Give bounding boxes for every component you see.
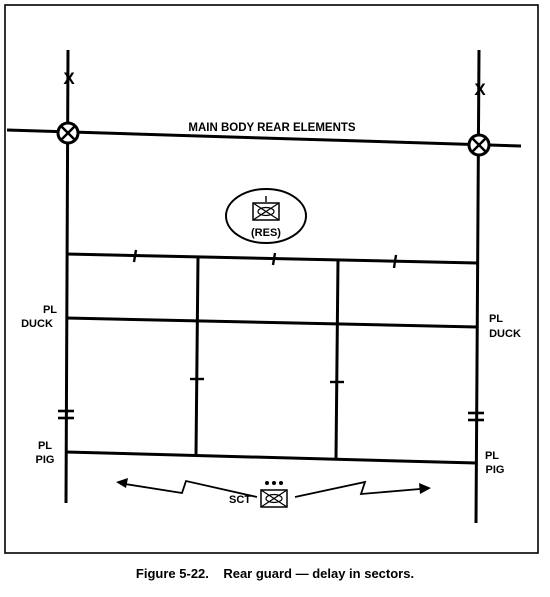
- company-symbol-1: [132, 249, 138, 263]
- phase-line-pig-right-pl: PL: [485, 450, 499, 462]
- company-boundary-2: [334, 259, 340, 459]
- left-boundary-line: [64, 49, 70, 504]
- company-symbol-3: [392, 254, 398, 269]
- company-line: [65, 252, 478, 265]
- figure-frame: [4, 4, 539, 554]
- phase-line-pig: [65, 450, 477, 465]
- boundary-symbol-left-mid: [58, 409, 74, 420]
- scout-screen-left-arrow: [116, 478, 258, 498]
- phase-line-pig-left-pl: PL: [38, 440, 52, 452]
- reserve-unit: (RES): [225, 188, 307, 244]
- figure-caption: Figure 5-22. Rear guard — delay in secto…: [135, 566, 415, 581]
- reserve-label: (RES): [251, 227, 281, 239]
- company-symbol-2: [271, 252, 277, 266]
- scout-screen-right-arrow: [294, 480, 431, 498]
- contact-point-left-icon: [56, 121, 80, 145]
- scout-label: SCT: [229, 494, 251, 506]
- phase-line-duck-left-pl: PL: [43, 304, 57, 316]
- boundary-symbol-left-top: X: [63, 69, 75, 88]
- boundary-symbol-right-top: X: [474, 80, 486, 99]
- phase-line-duck: [65, 316, 478, 329]
- contact-point-right-icon: [467, 133, 491, 157]
- phase-line-pig-right-name: PIG: [486, 464, 505, 476]
- armor-cavalry-unit-icon: [252, 196, 280, 221]
- reserve-ellipse: [225, 188, 307, 244]
- phase-line-duck-right-pl: PL: [489, 313, 503, 325]
- phase-line-duck-left-name: DUCK: [21, 318, 53, 330]
- scout-platoon-icon: [260, 481, 288, 508]
- main-body-label: MAIN BODY REAR ELEMENTS: [188, 122, 356, 134]
- phase-line-pig-left-name: PIG: [36, 454, 55, 466]
- company-boundary-1: [194, 256, 200, 456]
- main-body-line: [6, 128, 522, 148]
- right-boundary-line: [474, 49, 481, 524]
- phase-line-duck-right-name: DUCK: [489, 328, 521, 340]
- boundary-symbol-right-mid: [468, 411, 484, 422]
